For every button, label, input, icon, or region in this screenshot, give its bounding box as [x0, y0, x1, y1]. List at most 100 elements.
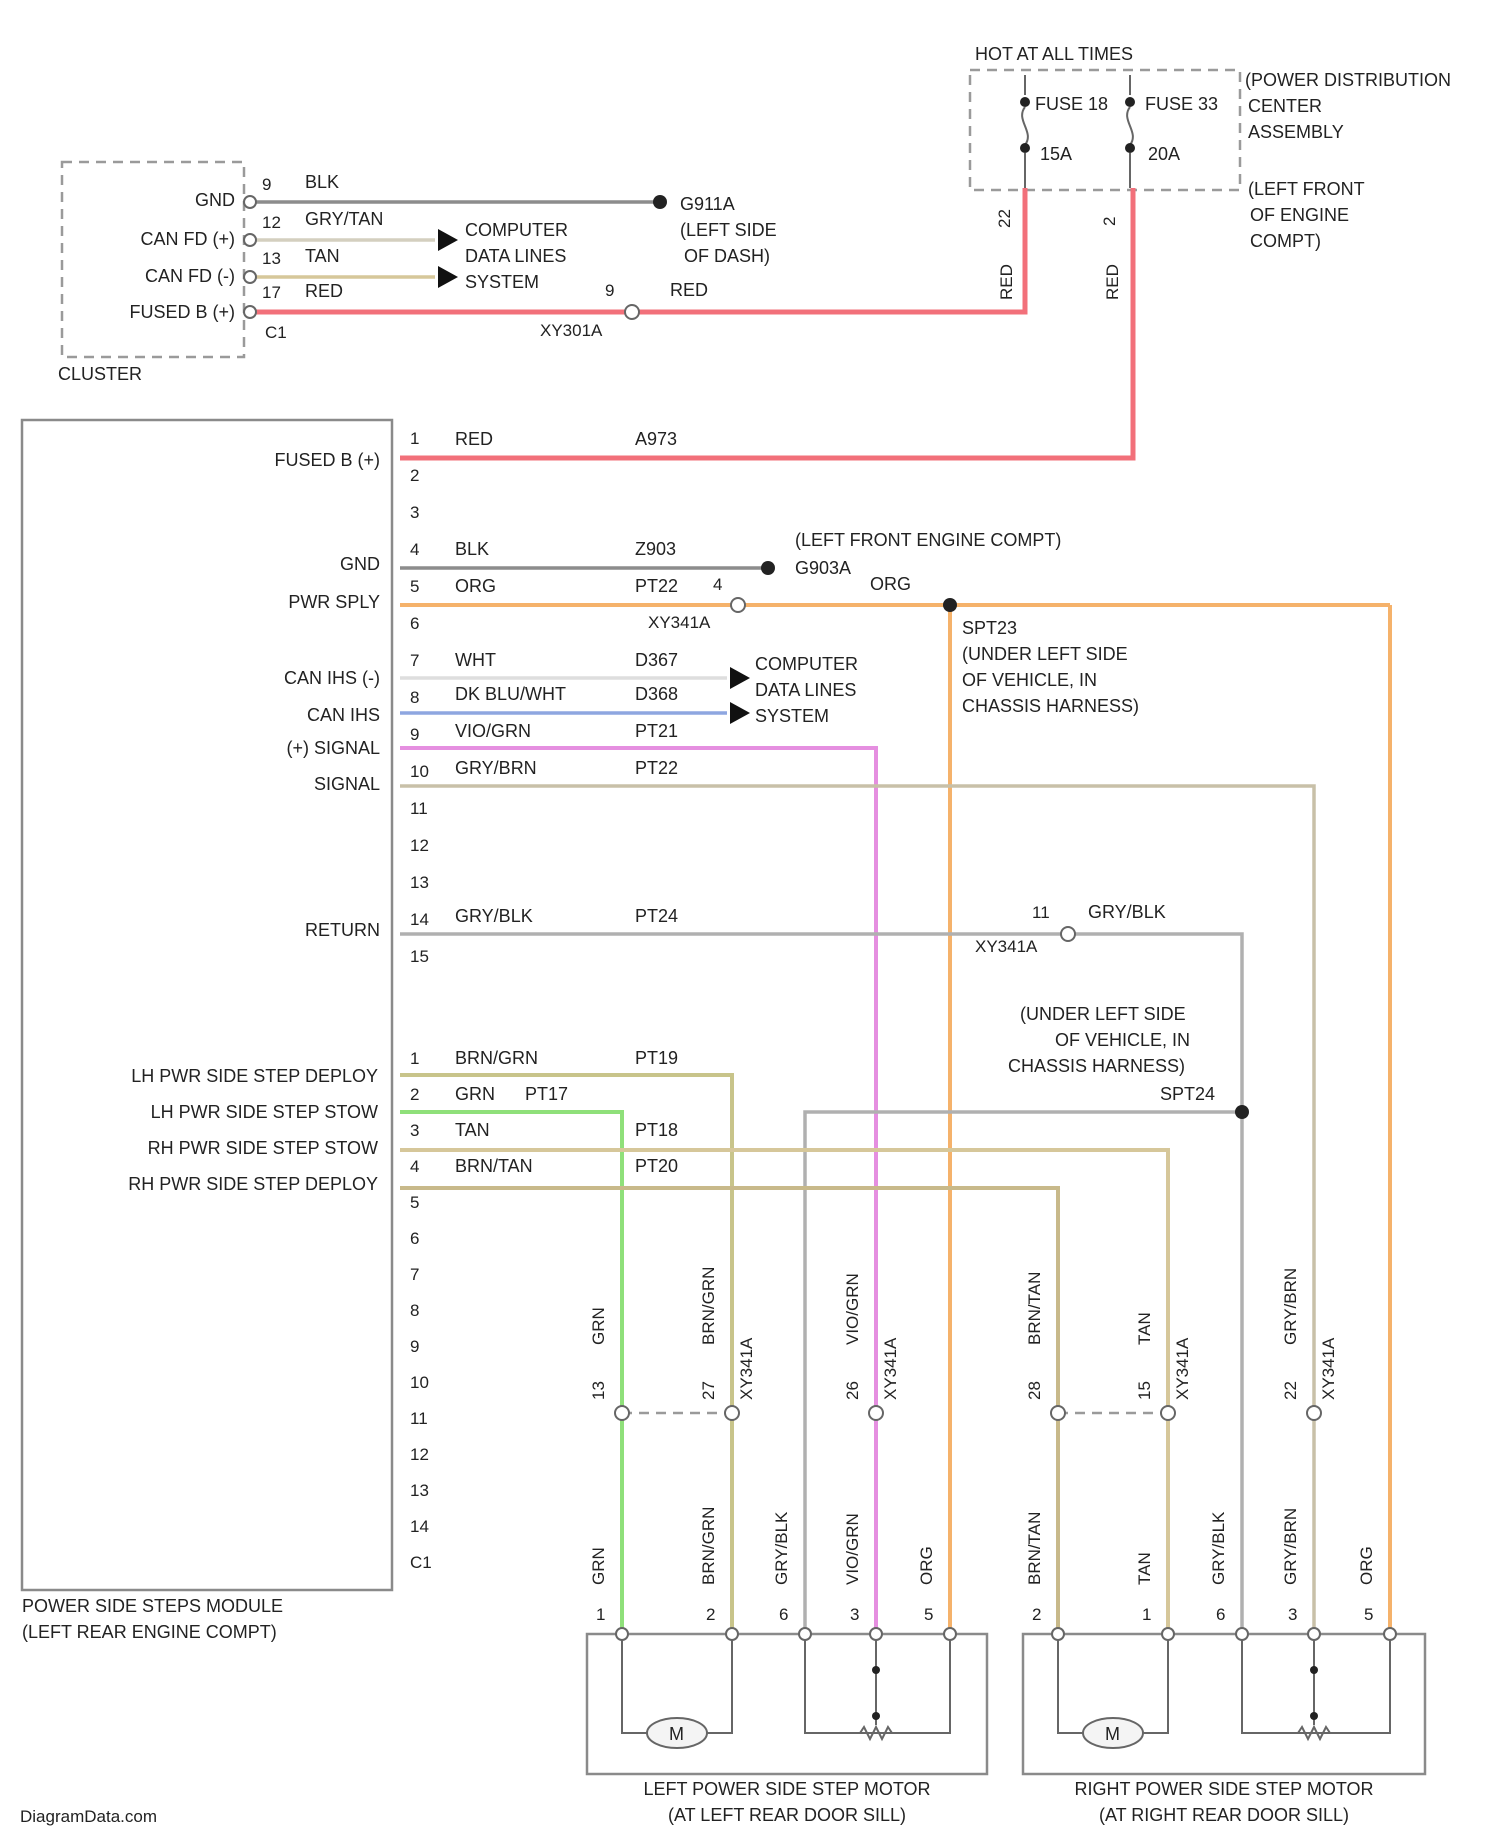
xy341a-pin: 4 — [713, 575, 722, 594]
splice-spt24-loc1: (UNDER LEFT SIDE — [1020, 1004, 1186, 1024]
module-label-rh-stow: RH PWR SIDE STEP STOW — [148, 1138, 378, 1158]
cluster-pin-label: FUSED B (+) — [129, 302, 235, 322]
xy341a-inline-connector — [731, 598, 745, 612]
inline-connector-pin — [725, 1406, 739, 1420]
wire-color-label: GRN — [455, 1084, 495, 1104]
motor-symbol: M — [1105, 1724, 1120, 1744]
motor-pin-number: 5 — [1364, 1605, 1373, 1624]
cdl1-line2: DATA LINES — [465, 246, 566, 266]
cluster-wire-color: TAN — [305, 246, 340, 266]
cluster-wire-color: RED — [305, 281, 343, 301]
wire-color-label: VIO/GRN — [455, 721, 531, 741]
inline-pin-number: 13 — [589, 1381, 608, 1400]
circuit-label: PT24 — [635, 906, 678, 926]
fuse-33-terminal-top — [1125, 97, 1135, 107]
inline-connector-row: 13 GRN 27 BRN/GRN XY341A 26 VIO/GRN XY34… — [589, 1267, 1338, 1420]
motor-pin-wire: GRY/BRN — [1281, 1508, 1300, 1585]
cluster-pin-label: GND — [195, 190, 235, 210]
inline-connector-pin — [1051, 1406, 1065, 1420]
right-power-side-step-motor: BRN/TAN TAN GRY/BLK GRY/BRN ORG 2 1 6 3 … — [1023, 1508, 1425, 1825]
pdc-name-line3: ASSEMBLY — [1248, 122, 1344, 142]
circuit-label: PT18 — [635, 1120, 678, 1140]
pdc-name-line1: (POWER DISTRIBUTION — [1245, 70, 1451, 90]
ground-g911a-loc1: (LEFT SIDE — [680, 220, 777, 240]
pdc-hot-label: HOT AT ALL TIMES — [975, 44, 1133, 64]
c2-pin-number: 14 — [410, 1517, 429, 1536]
cdl2-line2: DATA LINES — [755, 680, 856, 700]
c2-pin-number: 10 — [410, 1373, 429, 1392]
right-motor-name-line2: (AT RIGHT REAR DOOR SILL) — [1099, 1805, 1349, 1825]
motor-pin-wire: GRY/BLK — [772, 1511, 791, 1585]
splice-spt23-id: SPT23 — [962, 618, 1017, 638]
cluster-pin-can-fd-minus: CAN FD (-) 13 TAN — [145, 246, 340, 286]
arrow-cdl-2 — [438, 266, 458, 288]
fuse-18-wire-color: RED — [997, 264, 1016, 300]
fuse-33-label: FUSE 33 — [1145, 94, 1218, 114]
c1-pin-number: 2 — [410, 466, 419, 485]
c2-pin-number: 12 — [410, 1445, 429, 1464]
cluster-wire-color: GRY/TAN — [305, 209, 383, 229]
c1-pin-number: 11 — [410, 799, 428, 818]
c2-pin-number: 6 — [410, 1229, 419, 1248]
circuit-label: D367 — [635, 650, 678, 670]
inline-connector-pin — [1307, 1406, 1321, 1420]
cluster-pin-can-fd-plus: CAN FD (+) 12 GRY/TAN — [141, 209, 384, 249]
c2-pin-number: 11 — [410, 1409, 428, 1428]
cdl1-line1: COMPUTER — [465, 220, 568, 240]
circuit-label: D368 — [635, 684, 678, 704]
wire-color-label: ORG — [455, 576, 496, 596]
splice-spt23-loc1: (UNDER LEFT SIDE — [962, 644, 1128, 664]
motor-pin-wire: TAN — [1135, 1552, 1154, 1585]
inline-wire-color: GRY/BRN — [1281, 1268, 1300, 1345]
fuse-33-symbol — [1127, 107, 1133, 145]
motor-pin-number: 2 — [706, 1605, 715, 1624]
wire-color-label: BLK — [455, 539, 489, 559]
inline-pin-number: 15 — [1135, 1381, 1154, 1400]
c1-pin-number: 9 — [410, 725, 419, 744]
c1-pin-number: 15 — [410, 947, 429, 966]
pdc-name-line2: CENTER — [1248, 96, 1322, 116]
motor-pin-wire: ORG — [1357, 1546, 1376, 1585]
splice-spt23-loc2: OF VEHICLE, IN — [962, 670, 1097, 690]
cdl2-line1: COMPUTER — [755, 654, 858, 674]
cluster-pin-fused-b: FUSED B (+) 17 RED — [129, 281, 343, 322]
module-wires — [400, 188, 1390, 1632]
module-label-pwr-sply: PWR SPLY — [288, 592, 380, 612]
circuit-label: PT22 — [635, 758, 678, 778]
inline-conn-id: XY341A — [881, 1337, 900, 1400]
inline-connector-pin — [1161, 1406, 1175, 1420]
module-label-plus-signal: (+) SIGNAL — [286, 738, 380, 758]
inline-wire-color: GRN — [589, 1307, 608, 1345]
return-inline-conn: XY341A — [975, 937, 1038, 956]
motor-pin-wire: ORG — [917, 1546, 936, 1585]
c2-pin-number: 2 — [410, 1085, 419, 1104]
wire-color-label: BRN/GRN — [455, 1048, 538, 1068]
inline-wire-color: BRN/TAN — [1025, 1272, 1044, 1345]
motor-pin-wire: GRY/BLK — [1209, 1511, 1228, 1585]
left-motor-name-line2: (AT LEFT REAR DOOR SILL) — [668, 1805, 906, 1825]
wire-color-label: DK BLU/WHT — [455, 684, 566, 704]
c1-pin-number: 6 — [410, 614, 419, 633]
inline-connector-pin — [869, 1406, 883, 1420]
pdc-loc-line2: OF ENGINE — [1250, 205, 1349, 225]
instrument-cluster: CLUSTER C1 GND 9 BLK CAN FD (+) 12 GRY/T… — [58, 162, 777, 384]
wire-brn-grn — [400, 1075, 732, 1632]
inline-wire-color: TAN — [1135, 1312, 1154, 1345]
splice-spt24-loc3: CHASSIS HARNESS) — [1008, 1056, 1185, 1076]
inline-pin-number: 26 — [843, 1381, 862, 1400]
module-label-lh-deploy: LH PWR SIDE STEP DEPLOY — [131, 1066, 378, 1086]
cluster-pin-number: 9 — [262, 175, 271, 194]
cluster-pin-label: CAN FD (+) — [141, 229, 236, 249]
arrow-cdl-4 — [730, 702, 750, 724]
cluster-pin-number: 17 — [262, 283, 281, 302]
wire-color-label: BRN/TAN — [455, 1156, 533, 1176]
return-inline-connector — [1061, 927, 1075, 941]
ground-g911a-dot — [653, 195, 667, 209]
cdl2-line3: SYSTEM — [755, 706, 829, 726]
c1-pin-number: 13 — [410, 873, 429, 892]
c1-pin-number: 10 — [410, 762, 429, 781]
right-motor-name-line1: RIGHT POWER SIDE STEP MOTOR — [1074, 1779, 1373, 1799]
ground-g903a-loc: (LEFT FRONT ENGINE COMPT) — [795, 530, 1061, 550]
motor-pin-number: 5 — [924, 1605, 933, 1624]
ground-g903a-id: G903A — [795, 558, 851, 578]
